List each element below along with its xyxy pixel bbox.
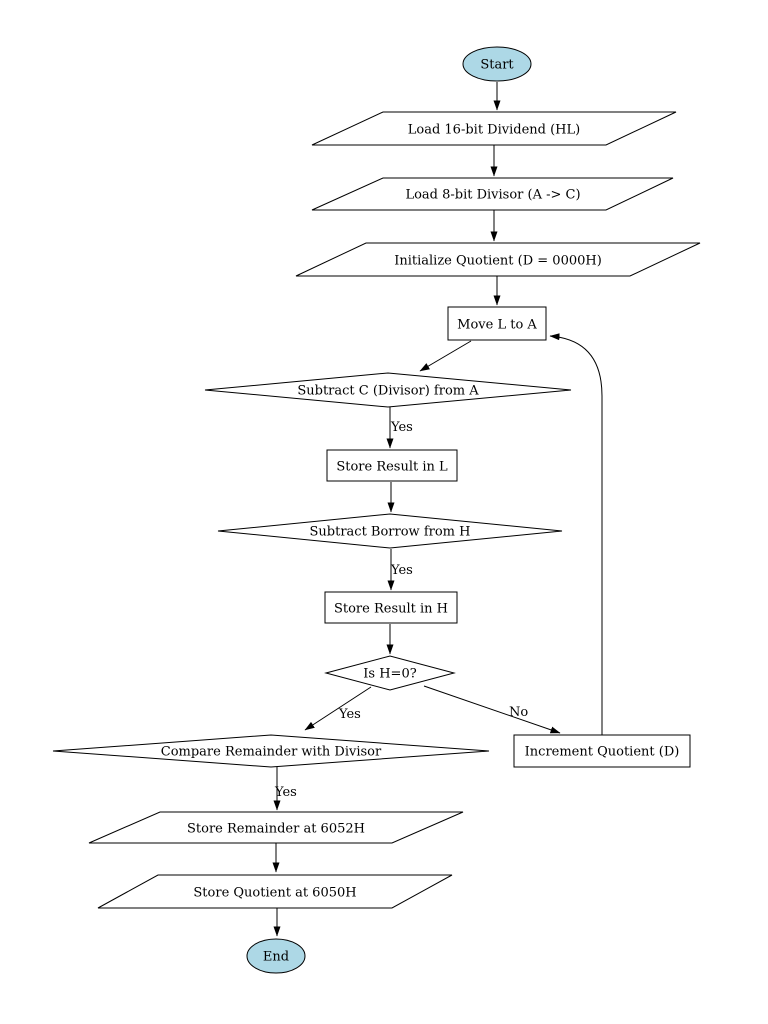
edge-move-l-to-a--subtract-c <box>419 340 472 372</box>
store-result-l-label: Store Result in L <box>336 460 448 475</box>
load-dividend-label: Load 16-bit Dividend (HL) <box>408 123 580 138</box>
init-quotient-label: Initialize Quotient (D = 0000H) <box>394 254 602 269</box>
edge-label-yes-0: Yes <box>390 420 413 435</box>
store-result-h-label: Store Result in H <box>334 602 448 617</box>
edge-label-no-3: No <box>509 705 528 720</box>
store-remainder-node <box>88 811 464 844</box>
edge-increment-quotient--move-l-to-a <box>549 333 603 735</box>
subtract-borrow-h-node <box>217 513 563 549</box>
store-quotient-label: Store Quotient at 6050H <box>193 886 356 901</box>
start-node <box>462 46 532 82</box>
store-remainder-label: Store Remainder at 6052H <box>187 822 365 837</box>
edge-label-yes-2: Yes <box>338 707 361 722</box>
move-l-to-a-label: Move L to A <box>457 318 537 333</box>
store-result-h-node <box>324 591 458 624</box>
store-result-l-node <box>326 449 458 482</box>
init-quotient-node <box>295 242 701 277</box>
subtract-borrow-h-label: Subtract Borrow from H <box>310 525 471 540</box>
subtract-c-from-a-node <box>204 372 572 408</box>
is-h-zero-label: Is H=0? <box>363 667 416 682</box>
end-label: End <box>263 950 289 965</box>
edge-label-yes-1: Yes <box>390 563 413 578</box>
start-label: Start <box>480 58 514 73</box>
increment-quotient-node <box>513 734 691 768</box>
edge-label-yes-4: Yes <box>274 785 297 800</box>
load-dividend-node <box>311 111 677 146</box>
is-h-zero-node <box>324 655 456 691</box>
increment-quotient-label: Increment Quotient (D) <box>525 745 680 760</box>
compare-remainder-node <box>52 734 490 768</box>
store-quotient-node <box>97 874 453 909</box>
load-divisor-label: Load 8-bit Divisor (A -> C) <box>405 188 580 203</box>
compare-remainder-label: Compare Remainder with Divisor <box>161 745 382 760</box>
load-divisor-node <box>311 177 674 211</box>
edge-is-h-zero--compare-remainder <box>304 686 372 731</box>
edge-is-h-zero--increment-quotient <box>423 685 561 734</box>
move-l-to-a-node <box>447 306 547 341</box>
subtract-c-from-a-label: Subtract C (Divisor) from A <box>297 384 479 399</box>
end-node <box>246 938 306 974</box>
